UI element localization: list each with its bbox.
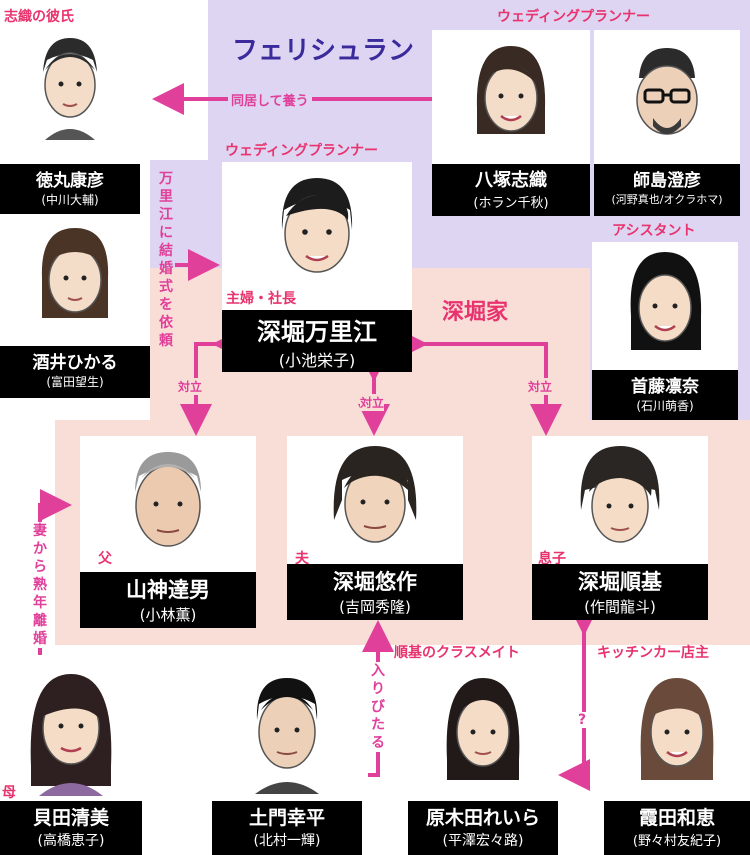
person-card-shijima: 師島澄彦 (河野真也/オクラホマ) [594,30,740,216]
person-name: 徳丸康彦 [36,171,104,191]
portrait-icon [580,446,660,543]
name-box: 首藤凛奈 (石川萌香) [592,370,738,420]
actor-name: (野々村友紀子) [632,834,722,849]
name-box: 原木田れいら (平澤宏々路) [408,801,558,855]
portrait-icon [43,38,97,140]
person-card-junki: 息子 深堀順基 (作間龍斗) [532,436,708,620]
role-tokumaru: 志織の彼氏 [4,9,74,25]
portrait-icon [281,178,353,273]
person-name: 土門幸平 [248,807,325,829]
relation-conflict-left: 対立 [178,378,203,395]
person-name: 霞田和恵 [638,807,715,829]
person-card-yatsuka: 八塚志織 (ホラン千秋) [432,30,590,216]
actor-name: (吉岡秀隆) [339,598,411,616]
actor-name: (作間龍斗) [584,598,656,616]
actor-name: (ホラン千秋) [473,196,549,211]
tag-yusaku: 夫 [295,551,309,567]
actor-name: (富田望生) [46,375,104,389]
name-box: 酒井ひかる (富田望生) [0,346,150,398]
portrait-icon [255,678,319,794]
role-haraki: 順基のクラスメイト [394,645,520,661]
name-box: 師島澄彦 (河野真也/オクラホマ) [594,164,740,216]
person-name: 酒井ひかる [32,353,118,373]
actor-name: (平澤宏々路) [442,833,524,849]
relation-unknown: ? [578,712,587,728]
person-card-tokumaru: 徳丸康彦 (中川大輔) [0,24,140,214]
role-marie: ウェディングプランナー [225,143,379,159]
tag-yamagami: 父 [98,551,112,567]
portrait-icon [135,452,201,547]
person-card-sakai: 酒井ひかる (富田望生) [0,216,150,398]
role-shuto: アシスタント [612,223,696,239]
relation-frequent: 入りびたる [369,662,387,752]
portrait-icon [30,674,112,796]
portrait-icon [333,446,417,543]
tag-marie: 主婦・社長 [226,291,296,307]
name-box: 徳丸康彦 (中川大輔) [0,164,140,214]
name-box: 土門幸平 (北村一輝) [212,801,362,855]
role-yatsuka: ウェディングプランナー [497,9,651,25]
person-card-yusaku: 夫 深堀悠作 (吉岡秀隆) [287,436,463,620]
actor-name: (小林薫) [139,606,197,624]
person-name: 深堀万里江 [257,318,377,346]
role-kasumida: キッチンカー店主 [597,645,709,661]
name-box: 深堀悠作 (吉岡秀隆) [287,564,463,620]
relation-conflict-mid: 対立 [360,394,385,411]
person-name: 八塚志織 [475,170,547,191]
name-box: 深堀万里江 (小池栄子) [222,310,412,372]
company-title: フェリシュラン [232,36,415,66]
person-name: 原木田れいら [425,807,540,829]
portrait-icon [640,678,714,780]
person-card-kasumida: 霞田和恵 (野々村友紀子) [604,664,750,855]
portrait-icon [630,252,702,350]
person-name: 師島澄彦 [633,171,701,191]
name-box: 深堀順基 (作間龍斗) [532,564,708,620]
person-card-shuto: 首藤凛奈 (石川萌香) [592,242,738,420]
family-title: 深堀家 [442,300,509,325]
name-box: 霞田和恵 (野々村友紀子) [604,801,750,855]
actor-name: (北村一輝) [253,833,321,849]
person-name: 深堀順基 [578,570,662,594]
relation-divorce: 妻から熟年離婚 [31,522,49,648]
tag-kaida: 母 [2,785,16,801]
tag-junki: 息子 [538,551,566,567]
person-name: 山神達男 [126,578,210,602]
person-name: 深堀悠作 [333,570,417,594]
person-card-haraki: 原木田れいら (平澤宏々路) [408,664,558,855]
actor-name: (小池栄子) [278,351,356,370]
relation-conflict-right: 対立 [528,378,553,395]
person-card-domon: 土門幸平 (北村一輝) [212,664,362,855]
name-box: 山神達男 (小林薫) [80,572,256,628]
portrait-icon [636,48,698,135]
name-box: 貝田清美 (高橋恵子) [0,801,142,855]
relation-live-together: 同居して養う [228,90,312,109]
actor-name: (石川萌香) [636,399,694,413]
person-card-yamagami: 父 山神達男 (小林薫) [80,436,256,628]
person-name: 貝田清美 [32,807,109,829]
name-box: 八塚志織 (ホラン千秋) [432,164,590,216]
relation-wedding-request: 万里江に結婚式を依頼 [159,171,173,349]
person-card-kaida: 母 貝田清美 (高橋恵子) [0,664,142,855]
arrow-unknown [558,604,600,791]
portrait-icon [476,46,546,134]
person-name: 首藤凛奈 [631,377,699,397]
portrait-icon [41,228,109,318]
actor-name: (中川大輔) [41,193,99,207]
portrait-icon [446,678,520,780]
actor-name: (河野真也/オクラホマ) [611,193,723,206]
actor-name: (高橋恵子) [37,833,105,849]
person-card-marie: 主婦・社長 深堀万里江 (小池栄子) [222,162,412,372]
